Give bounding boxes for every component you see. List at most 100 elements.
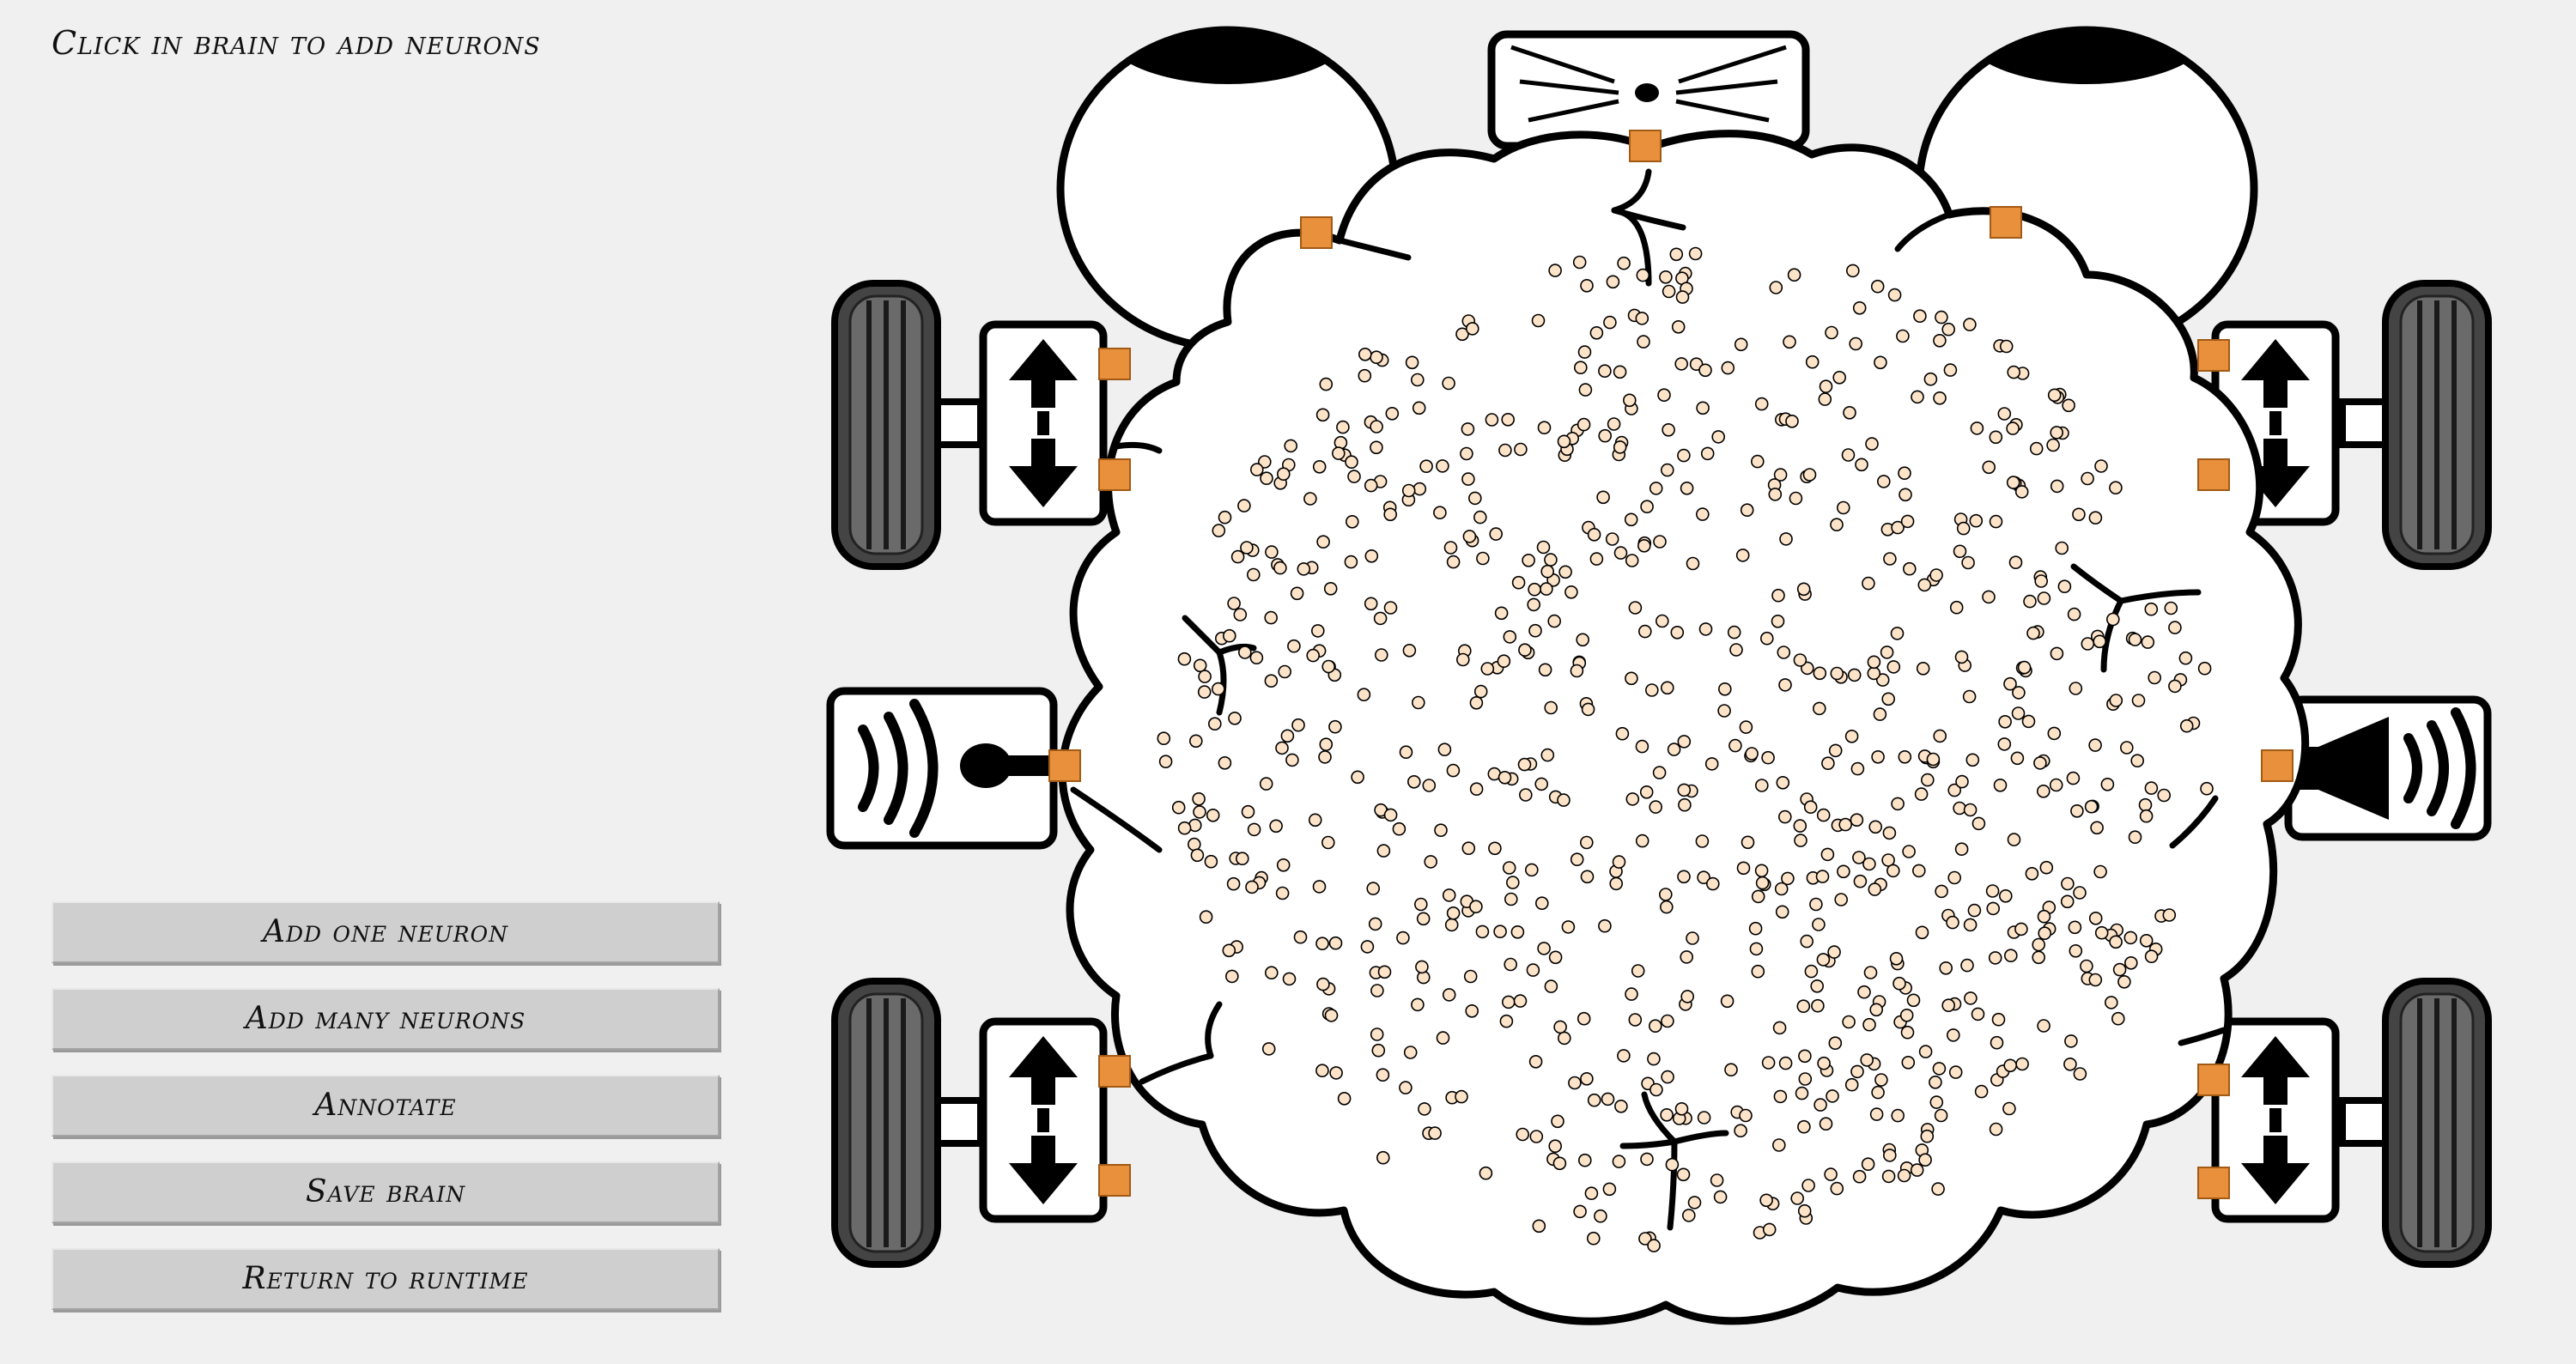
neuron[interactable] <box>1910 1163 1924 1177</box>
neuron[interactable] <box>1625 671 1638 686</box>
neuron[interactable] <box>2038 926 2051 940</box>
neuron[interactable] <box>1392 821 1406 836</box>
neuron[interactable] <box>1613 365 1627 379</box>
neuron[interactable] <box>1963 318 1977 331</box>
neuron[interactable] <box>1259 777 1273 791</box>
neuron[interactable] <box>1466 322 1479 336</box>
neuron[interactable] <box>2131 694 2146 707</box>
neuron[interactable] <box>1506 876 1520 889</box>
neuron[interactable] <box>1218 755 1232 770</box>
neuron[interactable] <box>1695 834 1710 848</box>
neuron[interactable] <box>1982 590 1996 604</box>
neuron[interactable] <box>1475 924 1490 939</box>
neuron[interactable] <box>1900 514 1915 529</box>
neuron[interactable] <box>1760 631 1774 646</box>
neuron[interactable] <box>1862 857 1876 871</box>
neuron[interactable] <box>1670 625 1685 640</box>
neuron[interactable] <box>1989 1122 2003 1137</box>
neuron[interactable] <box>2037 591 2051 605</box>
neuron[interactable] <box>2003 676 2017 691</box>
neuron[interactable] <box>1469 695 1484 710</box>
neuron[interactable] <box>1852 1169 1867 1184</box>
neuron[interactable] <box>1364 549 1379 563</box>
neuron[interactable] <box>1639 785 1654 799</box>
neuron[interactable] <box>1883 1149 1897 1162</box>
neuron[interactable] <box>1357 688 1371 702</box>
neuron[interactable] <box>1813 701 1826 716</box>
neuron[interactable] <box>1364 478 1378 493</box>
neuron[interactable] <box>1798 1049 1812 1064</box>
neuron[interactable] <box>1675 290 1690 304</box>
neuron[interactable] <box>1916 661 1930 676</box>
neuron[interactable] <box>1761 750 1775 765</box>
neuron[interactable] <box>1640 500 1654 514</box>
neuron[interactable] <box>1736 861 1751 876</box>
neuron[interactable] <box>1677 870 1691 884</box>
neuron[interactable] <box>2023 594 2037 609</box>
neuron[interactable] <box>1628 601 1643 615</box>
neuron[interactable] <box>1561 920 1576 934</box>
neuron[interactable] <box>1204 854 1218 869</box>
neuron[interactable] <box>1890 627 1905 640</box>
neuron[interactable] <box>1649 1082 1663 1097</box>
neuron[interactable] <box>1318 750 1332 764</box>
neuron[interactable] <box>1297 562 1311 576</box>
neuron[interactable] <box>1802 468 1817 482</box>
neuron[interactable] <box>1653 535 1667 549</box>
neuron[interactable] <box>1862 576 1875 591</box>
neuron[interactable] <box>1405 355 1419 370</box>
neuron[interactable] <box>1698 622 1713 636</box>
neuron[interactable] <box>1830 1181 1844 1196</box>
neuron[interactable] <box>1669 247 1684 262</box>
neuron[interactable] <box>1814 1098 1827 1112</box>
neuron[interactable] <box>1607 417 1621 431</box>
neuron[interactable] <box>1680 481 1694 495</box>
neuron[interactable] <box>1399 745 1413 760</box>
neuron[interactable] <box>1514 442 1528 457</box>
speaker-port[interactable] <box>2261 749 2293 782</box>
neuron[interactable] <box>1444 918 1459 932</box>
neuron[interactable] <box>1954 842 1969 857</box>
neuron[interactable] <box>1462 530 1477 543</box>
neuron[interactable] <box>1787 268 1801 282</box>
neuron[interactable] <box>1511 575 1526 590</box>
neuron[interactable] <box>1540 564 1554 579</box>
neuron[interactable] <box>1891 797 1905 811</box>
neuron[interactable] <box>1328 719 1342 734</box>
neuron[interactable] <box>1677 735 1692 749</box>
neuron[interactable] <box>1614 1100 1628 1113</box>
neuron[interactable] <box>1923 372 1938 386</box>
neuron[interactable] <box>2139 809 2154 823</box>
neuron[interactable] <box>1544 553 1558 567</box>
neuron[interactable] <box>1779 532 1793 546</box>
neuron[interactable] <box>1867 666 1881 681</box>
neuron[interactable] <box>1366 882 1380 895</box>
neuron[interactable] <box>1580 870 1595 884</box>
neuron[interactable] <box>1898 749 1912 764</box>
left-rear-motor-port-down[interactable] <box>1098 1164 1131 1197</box>
neuron[interactable] <box>1578 383 1593 397</box>
neuron[interactable] <box>1189 734 1203 749</box>
neuron[interactable] <box>1867 655 1881 670</box>
neuron[interactable] <box>1751 889 1765 904</box>
neuron[interactable] <box>1918 1153 1932 1167</box>
neuron[interactable] <box>1577 417 1591 432</box>
save-brain-button[interactable]: Save brain <box>52 1161 720 1223</box>
neuron[interactable] <box>2120 741 2134 755</box>
neuron[interactable] <box>1680 990 1694 1003</box>
neuron[interactable] <box>1628 1013 1643 1027</box>
neuron[interactable] <box>1635 312 1649 325</box>
neuron[interactable] <box>1337 1092 1352 1106</box>
left-eye-port[interactable] <box>1300 216 1333 249</box>
neuron[interactable] <box>1889 952 1904 966</box>
neuron[interactable] <box>1258 455 1272 469</box>
neuron[interactable] <box>2106 612 2120 627</box>
neuron[interactable] <box>1825 325 1838 340</box>
neuron[interactable] <box>2015 1057 2029 1071</box>
neuron[interactable] <box>2128 633 2142 646</box>
neuron[interactable] <box>1473 510 1487 524</box>
neuron[interactable] <box>1552 1156 1567 1171</box>
neuron[interactable] <box>1375 648 1388 662</box>
neuron[interactable] <box>1572 255 1587 270</box>
neuron[interactable] <box>1351 770 1364 785</box>
